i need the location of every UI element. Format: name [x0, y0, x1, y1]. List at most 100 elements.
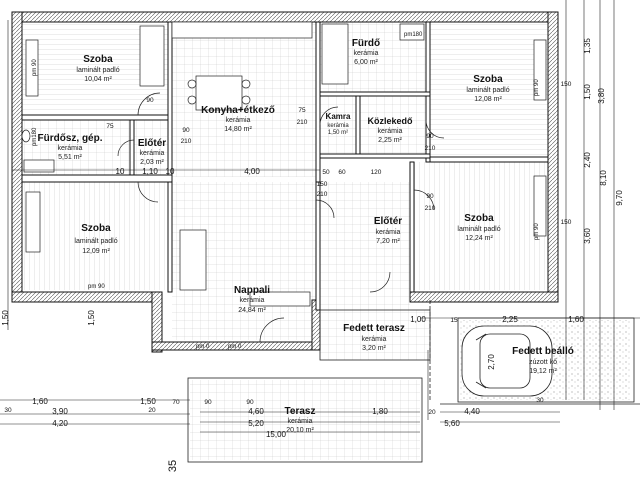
terasz-floor: kerámia	[288, 418, 313, 425]
door-swings	[117, 92, 445, 343]
dim-160: 1,60	[32, 397, 48, 406]
dim-150-w: 1,50	[1, 310, 10, 326]
nappali-area: 24,84 m²	[238, 307, 266, 314]
floor-szoba-ne	[430, 22, 548, 157]
dim-440: 4,40	[464, 407, 480, 416]
dim-400: 4,00	[244, 167, 260, 176]
floor-szoba-sw	[22, 182, 168, 290]
kozlekedo-area: 2,25 m²	[378, 137, 402, 144]
kozlekedo-name: Közlekedő	[367, 116, 413, 126]
eloter-w-name: Előtér	[138, 138, 166, 149]
note-pm0-a: pm 0	[196, 344, 210, 350]
szoba-sw-floor: laminált padló	[74, 238, 117, 245]
kozlekedo-floor: kerámia	[378, 128, 403, 135]
dim-270: 2,70	[487, 354, 496, 370]
szoba-se-name: Szoba	[464, 213, 494, 224]
szoba-ne-floor: laminált padló	[466, 87, 509, 94]
furdo-area: 6,00 m²	[354, 59, 378, 66]
furdo-name: Fürdő	[352, 38, 380, 49]
dim-210-a: 210	[181, 138, 192, 145]
dim-60: 60	[338, 169, 346, 176]
dim-560: 5,60	[444, 419, 460, 428]
dim-15: 15	[450, 317, 458, 324]
exterior-walls	[11, 11, 559, 353]
dim-150-c: 150	[317, 181, 328, 188]
konyha-floor: kerámia	[226, 117, 251, 124]
dim-90-b: 90	[246, 399, 254, 406]
dim-150-e: 150	[561, 219, 572, 226]
fedett-terasz-floor: kerámia	[362, 336, 387, 343]
dim-75-b: 75	[298, 107, 306, 114]
dim-1500: 15,00	[266, 430, 287, 439]
fedett-beallo-floor: zúzott kő	[529, 359, 557, 366]
eloter-e-floor: kerámia	[376, 229, 401, 236]
dim-150-a: 1,50	[140, 397, 156, 406]
szoba-nw-area: 10,04 m²	[84, 76, 112, 83]
dim-160-b: 1,60	[568, 315, 584, 324]
fedett-terasz-name: Fedett terasz	[343, 323, 405, 334]
eloter-w-area: 2,03 m²	[140, 159, 164, 166]
dim-90-c: 90	[182, 127, 190, 134]
terasz-name: Terasz	[285, 406, 316, 417]
dim-180: 1,80	[372, 407, 388, 416]
dim-35: 35	[167, 460, 179, 472]
dim-90-e: 90	[426, 193, 434, 200]
dim-150-v: 1,50	[87, 310, 96, 326]
nappali-name: Nappali	[234, 285, 270, 296]
note-pm180-furdo: pm180	[404, 32, 423, 38]
dim-120: 120	[371, 169, 382, 176]
outdoor-outlines	[187, 300, 640, 463]
furdosz-floor: kerámia	[58, 145, 83, 152]
floor-eloter-w	[134, 120, 168, 175]
szoba-sw-area: 12,09 m²	[82, 248, 110, 255]
dim-210-b: 210	[297, 119, 308, 126]
dim-360: 3,60	[583, 228, 592, 244]
note-pm90-nw: pm 90	[32, 59, 38, 76]
level-notes: pm 90 pm180 pm 90 pm180 pm 90 pm 90 pm 0…	[32, 32, 540, 350]
szoba-se-floor: laminált padló	[457, 226, 500, 233]
note-pm0-b: pm 0	[228, 344, 242, 350]
dim-810: 8,10	[599, 170, 608, 186]
furdosz-name: Fürdősz, gép.	[38, 133, 103, 144]
dim-90-a: 90	[204, 399, 212, 406]
dim-390: 3,90	[52, 407, 68, 416]
dim-210-e: 210	[425, 205, 436, 212]
dim-20-a: 20	[148, 407, 156, 414]
fedett-beallo-area: 19,12 m²	[529, 368, 557, 375]
eloter-w-floor: kerámia	[140, 150, 165, 157]
dim-30-b: 30	[536, 397, 544, 404]
dim-50: 50	[322, 169, 330, 176]
dim-380: 3,80	[597, 88, 606, 104]
kamra-floor: kerámia	[327, 123, 349, 129]
dim-460: 4,60	[248, 407, 264, 416]
dim-210-d: 210	[317, 191, 328, 198]
eloter-e-area: 7,20 m²	[376, 238, 400, 245]
floor-kamra	[320, 96, 356, 154]
dimension-lines	[0, 0, 640, 433]
dim-10-a: 10	[116, 167, 125, 176]
dim-20-b: 20	[428, 409, 436, 416]
konyha-name: Konyha+étkező	[201, 105, 275, 116]
szoba-sw-name: Szoba	[81, 223, 111, 234]
dim-150-d: 150	[561, 81, 572, 88]
dim-150-b: 1,50	[583, 84, 592, 100]
note-pm90-ne: pm 90	[534, 79, 540, 96]
terasz-area: 20,10 m²	[286, 427, 314, 434]
dim-420: 4,20	[52, 419, 68, 428]
szoba-nw-floor: laminált padló	[76, 67, 119, 74]
dim-90-f: 90	[146, 97, 154, 104]
floor-fedett-terasz	[320, 310, 430, 360]
dim-90-d: 90	[426, 133, 434, 140]
fedett-terasz-area: 3,20 m²	[362, 345, 386, 352]
dim-520: 5,20	[248, 419, 264, 428]
konyha-area: 14,80 m²	[224, 126, 252, 133]
szoba-ne-area: 12,08 m²	[474, 96, 502, 103]
szoba-nw-name: Szoba	[83, 54, 113, 65]
dim-70: 70	[172, 399, 180, 406]
furniture	[21, 21, 547, 307]
note-pm180-furdosz: pm180	[32, 127, 38, 146]
dim-225: 2,25	[502, 315, 518, 324]
floor-kozlekedo	[360, 96, 426, 154]
dim-240: 2,40	[583, 152, 592, 168]
